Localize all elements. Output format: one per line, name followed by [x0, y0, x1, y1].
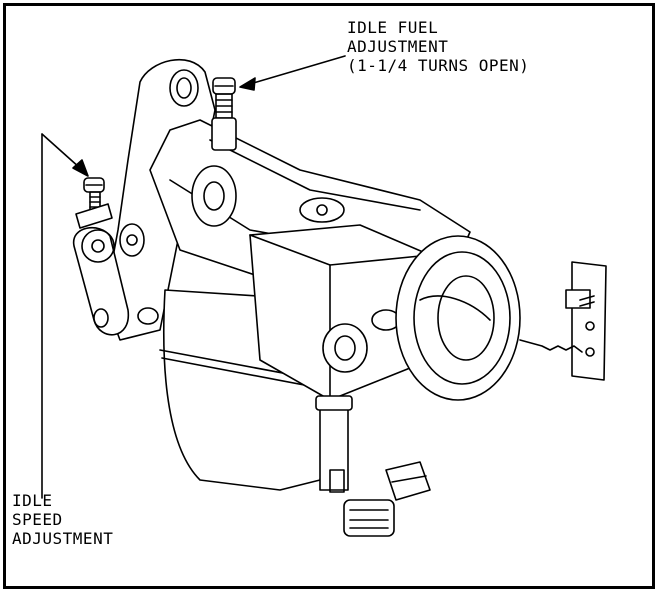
diagram-border — [3, 3, 655, 589]
fuel-inlet-fitting — [343, 461, 431, 537]
idle-speed-screw — [75, 177, 113, 229]
idle-fuel-callout: IDLE FUEL ADJUSTMENT (1-1/4 TURNS OPEN) — [347, 18, 529, 75]
throttle-body — [249, 224, 431, 401]
idle-speed-line2: SPEED — [12, 510, 63, 529]
idle-fuel-screw — [211, 77, 237, 151]
idle-fuel-line1: IDLE FUEL — [347, 18, 439, 37]
throttle-shaft — [315, 395, 353, 493]
idle-fuel-line3: (1-1/4 TURNS OPEN) — [347, 56, 530, 75]
idle-speed-callout: IDLE SPEED ADJUSTMENT — [12, 491, 113, 548]
idle-fuel-line2: ADJUSTMENT — [347, 37, 449, 56]
idle-speed-line1: IDLE — [12, 491, 53, 510]
idle-speed-line3: ADJUSTMENT — [12, 529, 114, 548]
air-horn — [395, 235, 521, 401]
idle-speed-lever — [73, 223, 145, 336]
idle-speed-leader — [41, 133, 89, 499]
idle-fuel-leader — [239, 55, 346, 91]
choke-bracket — [519, 261, 607, 381]
